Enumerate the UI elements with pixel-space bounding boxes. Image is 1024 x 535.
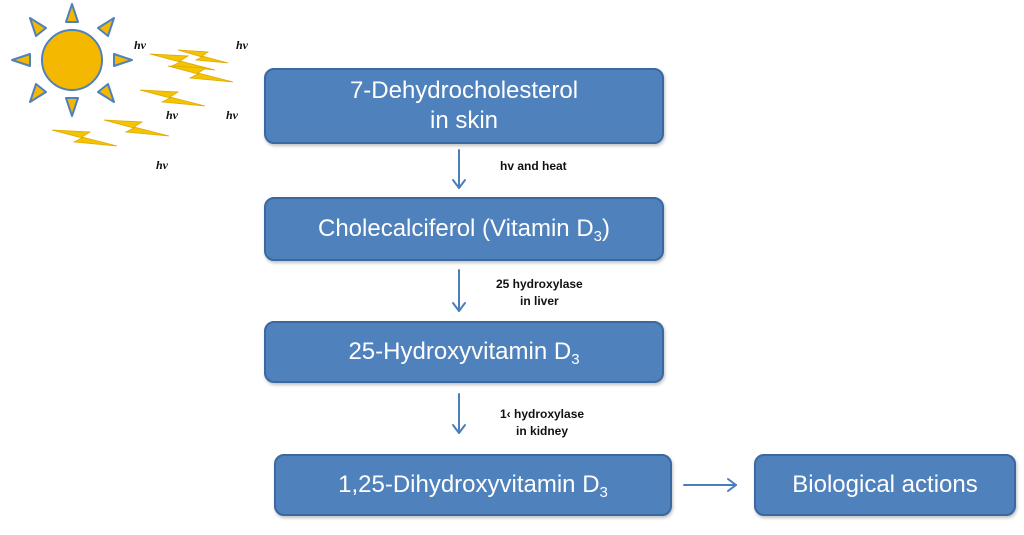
- hv-label: hv: [166, 108, 178, 122]
- step-7-dehydrocholesterol: 7-Dehydrocholesterol in skin: [264, 68, 664, 144]
- conversion-line: in liver: [520, 293, 559, 308]
- biological-actions-box: Biological actions: [754, 454, 1016, 516]
- step-text: Cholecalciferol (Vitamin D: [317, 215, 594, 242]
- conversion-line: 1‹ hydroxylase: [500, 407, 585, 421]
- step-line: in skin: [429, 107, 499, 134]
- hv-label: hv: [226, 108, 238, 122]
- conversion-note-heat: hv and heat: [500, 158, 567, 175]
- conversion-line: in kidney: [516, 423, 569, 438]
- step-subscript: 3: [599, 484, 608, 501]
- step-text: 25-Hydroxyvitamin D: [348, 338, 572, 365]
- conversion-note-liver: 25 hydroxylase in liver: [496, 276, 583, 310]
- step-subscript: 3: [571, 351, 580, 368]
- hv-label: hv: [156, 158, 168, 172]
- step-text-suffix: ): [602, 215, 610, 242]
- step-25-hydroxyvitamin-d3: 25-Hydroxyvitamin D3: [264, 321, 664, 383]
- conversion-note-kidney: 1‹ hydroxylase in kidney: [500, 406, 584, 440]
- sun-illustration: [11, 3, 234, 147]
- conversion-line: 25 hydroxylase: [496, 277, 583, 291]
- hv-label: hv: [134, 38, 146, 52]
- hv-label: hv: [236, 38, 248, 52]
- conversion-line: hv and heat: [500, 159, 567, 173]
- arrow-right-icon: [683, 478, 737, 492]
- sun-icon: [11, 3, 133, 117]
- lightning-bolt-icon: [51, 49, 234, 147]
- arrow-down-icon: [452, 269, 466, 312]
- step-text: 1,25-Dihydroxyvitamin D: [338, 471, 600, 498]
- step-line: 7-Dehydrocholesterol: [349, 77, 579, 104]
- arrow-down-icon: [452, 149, 466, 189]
- biological-actions-label: Biological actions: [792, 471, 978, 498]
- step-subscript: 3: [593, 228, 602, 245]
- step-cholecalciferol: Cholecalciferol (Vitamin D3): [264, 197, 664, 261]
- arrow-down-icon: [452, 393, 466, 434]
- step-1-25-dihydroxyvitamin-d3: 1,25-Dihydroxyvitamin D3: [274, 454, 672, 516]
